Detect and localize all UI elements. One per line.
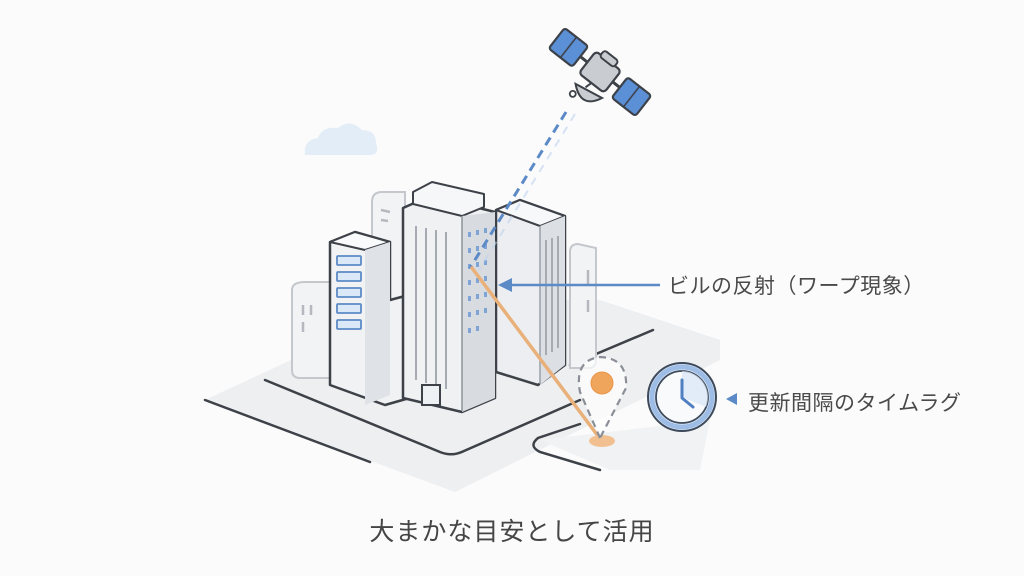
reflection-annotation: ビルの反射（ワープ現象） bbox=[668, 274, 925, 298]
reflected-signal-line bbox=[470, 266, 603, 442]
left-building bbox=[328, 230, 422, 407]
central-tower bbox=[401, 181, 497, 414]
time-lag-arrow bbox=[726, 393, 737, 405]
satellite-icon bbox=[548, 28, 652, 116]
cloud-icon bbox=[304, 123, 378, 155]
satellite-signal-line bbox=[468, 111, 576, 271]
reflection-arrow bbox=[498, 278, 660, 292]
right-building bbox=[494, 198, 567, 387]
caption: 大まかな目安として活用 bbox=[369, 517, 655, 546]
time-lag-annotation: 更新間隔のタイムラグ bbox=[748, 391, 962, 415]
clock-icon bbox=[647, 362, 717, 432]
location-pin-icon bbox=[577, 355, 628, 447]
